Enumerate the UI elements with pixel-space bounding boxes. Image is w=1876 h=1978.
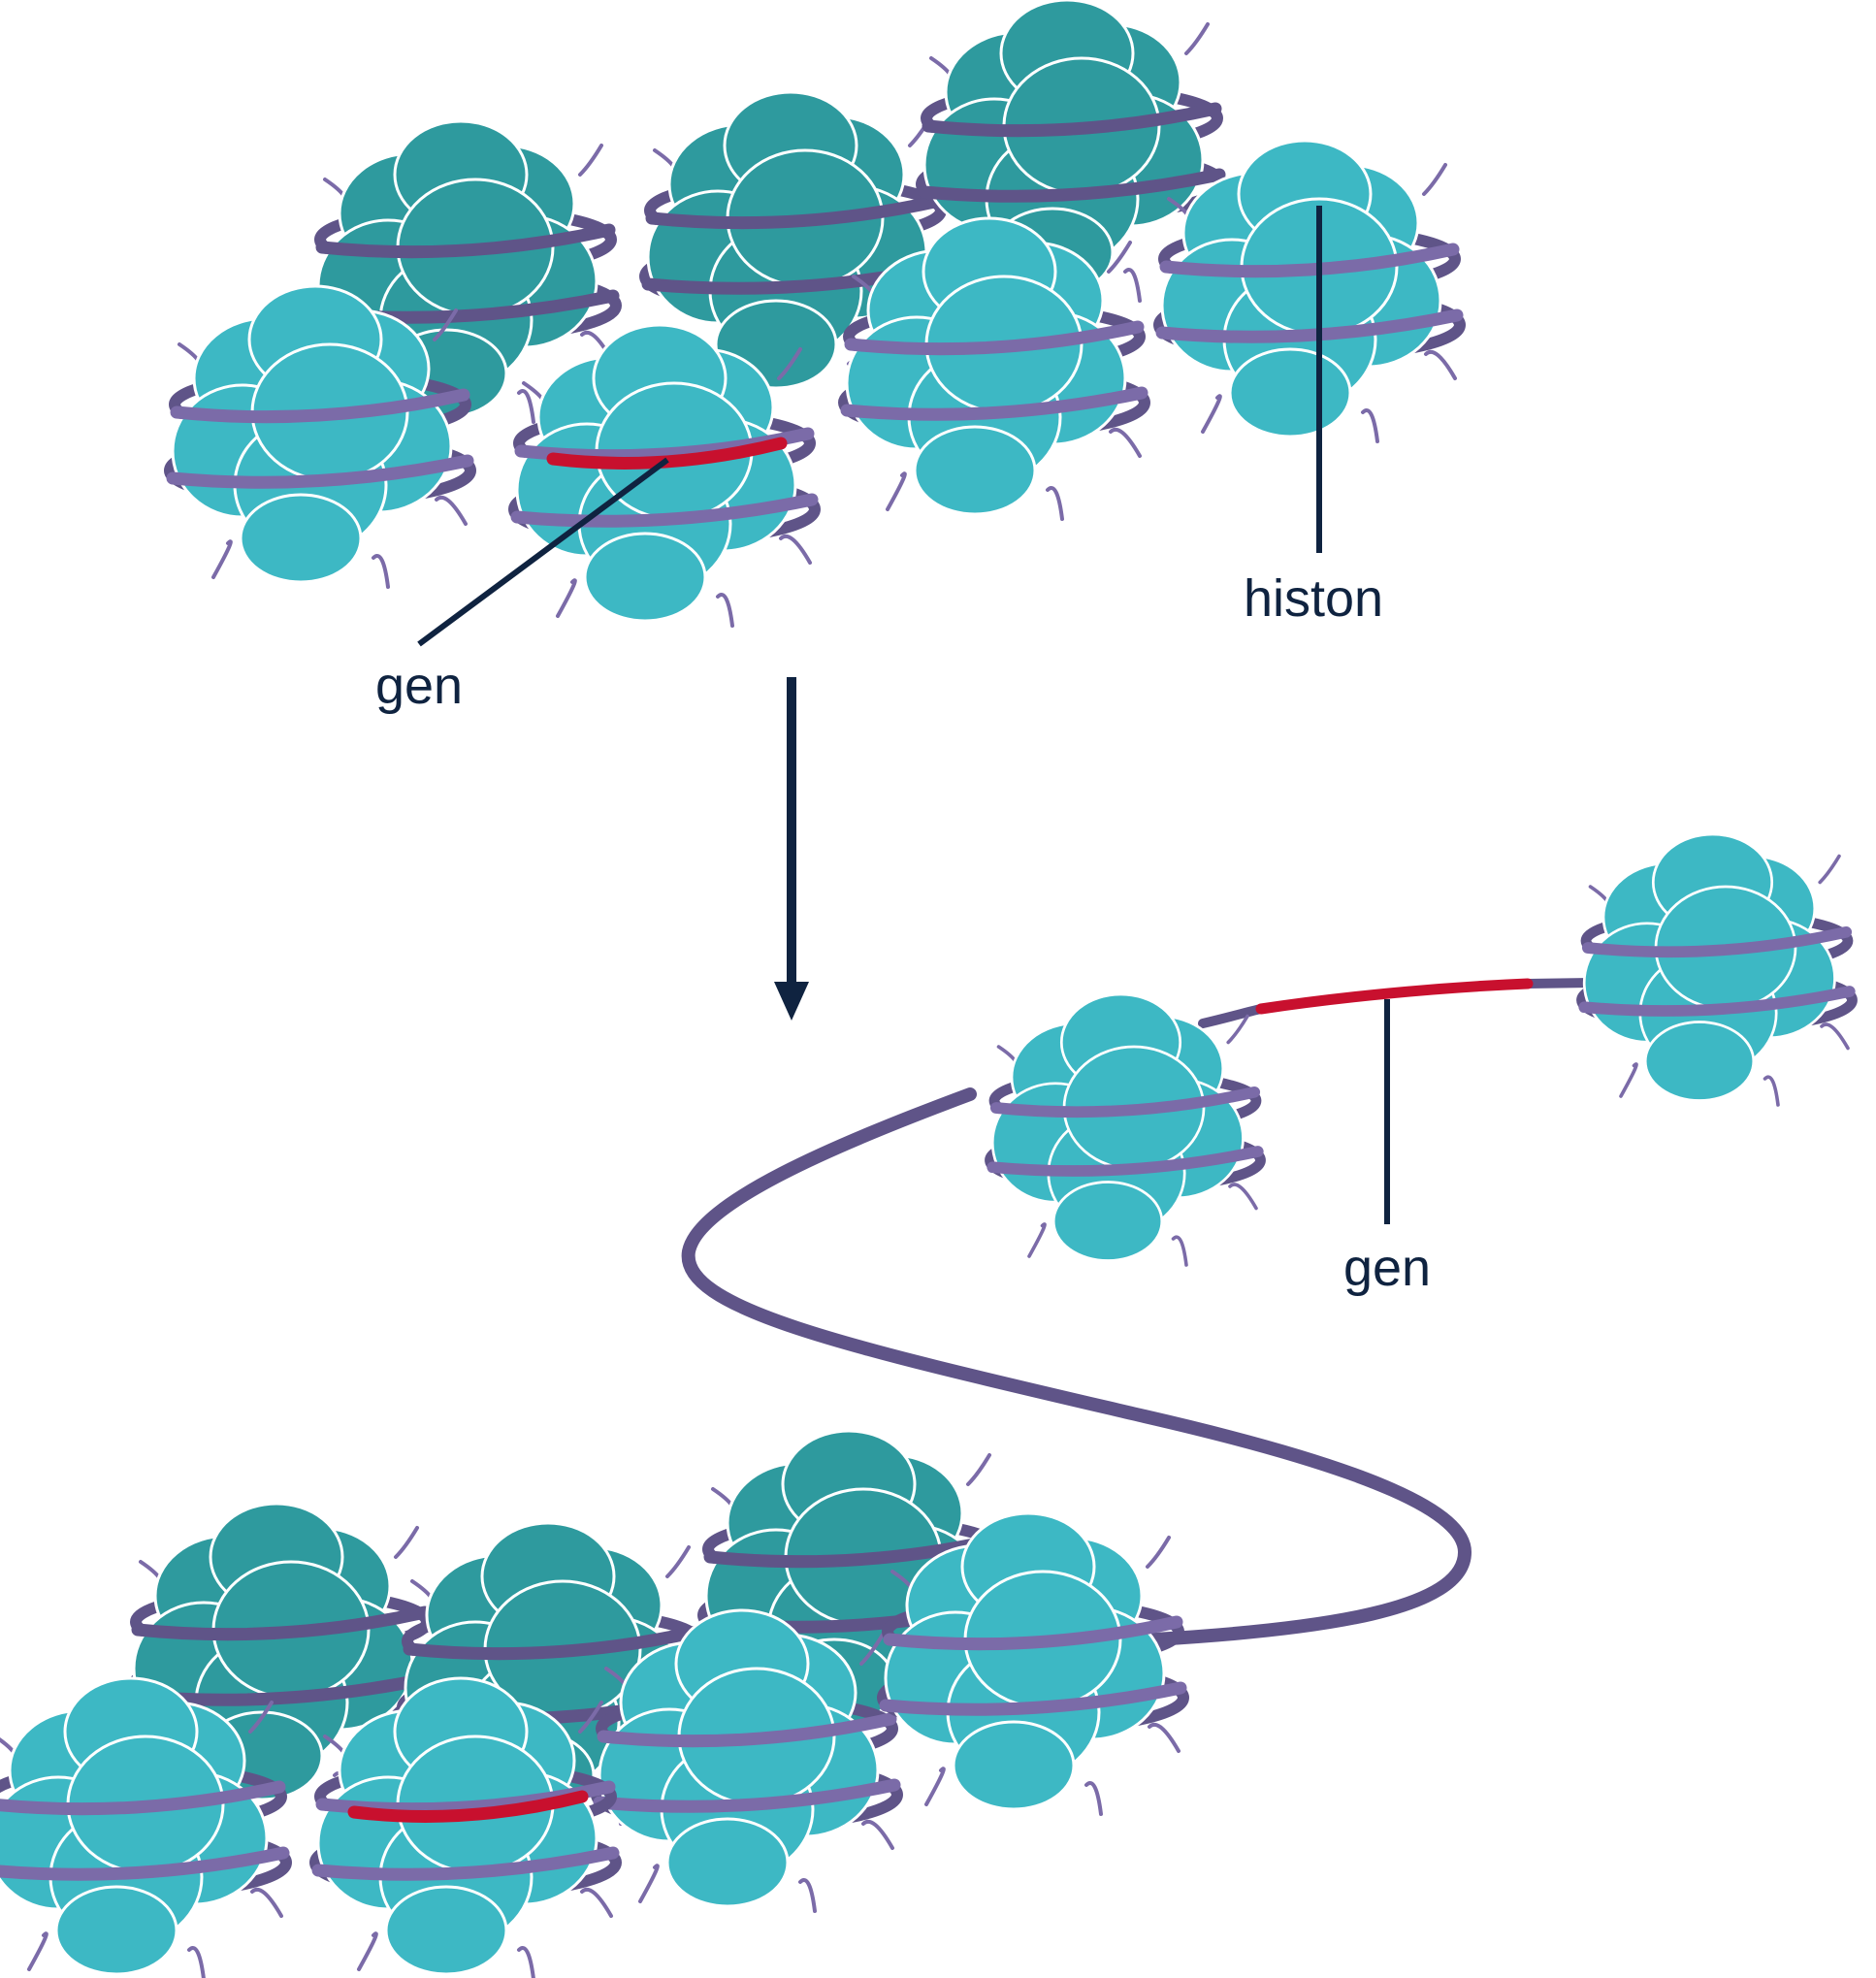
gene-label-bottom: gen (1343, 1239, 1431, 1297)
gene-top-leader-line (417, 457, 669, 647)
nucleosome-bottom-gene (309, 1676, 622, 1978)
dna-linker-strand (681, 1087, 1472, 1646)
nucleosome-bottom-front-3 (877, 1511, 1189, 1816)
nucleosome-open-2 (1576, 832, 1858, 1107)
nucleosome-open-1 (985, 992, 1266, 1267)
nucleosome-top-gene (508, 323, 821, 628)
annotation-layer: gen histon gen (375, 206, 1431, 1297)
nucleosome-top-front-2 (838, 216, 1150, 521)
nucleosome-top-front-3 (1153, 139, 1466, 443)
dna-linker-after-gene (1523, 978, 1596, 989)
nucleosome-bottom-front-2 (591, 1608, 903, 1913)
nucleosome-bottom-front-1 (0, 1676, 292, 1978)
histone-label: histon (1244, 569, 1383, 628)
gene-label-top: gen (375, 657, 463, 715)
exposed-gene-segment (1255, 978, 1534, 1015)
transition-arrow-head (774, 982, 809, 1021)
dna-linker-to-gene (1198, 1004, 1266, 1028)
nucleosome-top-front-1 (164, 284, 476, 589)
